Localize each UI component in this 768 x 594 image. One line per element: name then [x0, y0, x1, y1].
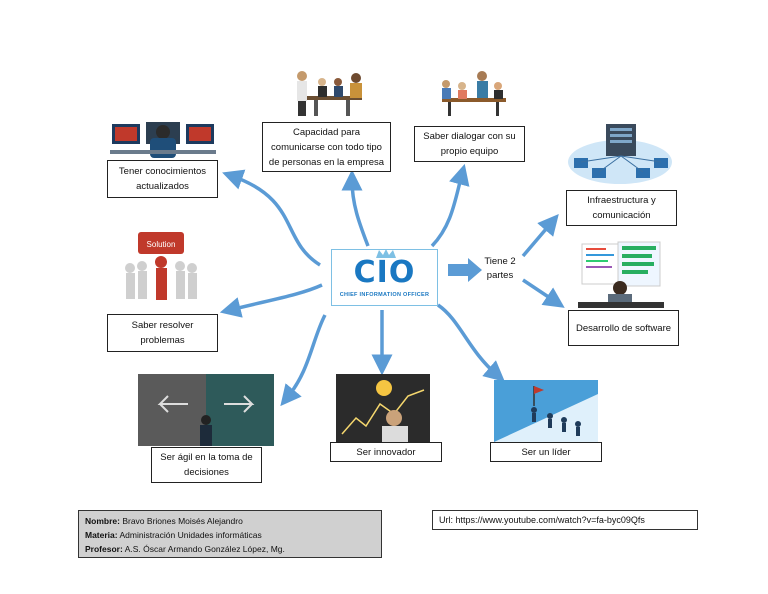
arrow-to-software	[522, 278, 565, 308]
node-infraestructura: Infraestructura y comunicación	[566, 190, 677, 226]
team-illustration	[442, 71, 506, 116]
innovator-illustration	[336, 374, 430, 442]
arrow-to-comunicarse	[341, 169, 370, 247]
developer-illustration	[578, 241, 664, 308]
arrow-to-conocimientos	[222, 169, 321, 267]
node-software: Desarrollo de software	[568, 310, 679, 346]
arrow-to-dialogar	[430, 163, 470, 248]
arrow-to-resolver	[219, 283, 323, 318]
solution-illustration: Solution	[125, 232, 197, 300]
decision-illustration	[138, 374, 274, 446]
arrow-to-agil	[280, 314, 327, 407]
solution-label: Solution	[147, 240, 176, 249]
url-box: Url: https://www.youtube.com/watch?v=fa-…	[432, 510, 698, 530]
meeting-illustration	[297, 71, 362, 116]
node-agil: Ser ágil en la toma de decisiones	[151, 447, 262, 483]
cio-subtitle: CHIEF INFORMATION OFFICER	[339, 292, 430, 298]
arrow-to-partes	[448, 258, 482, 282]
node-dialogar: Saber dialogar con su propio equipo	[414, 126, 525, 162]
node-comunicarse: Capacidad para comunicarse con todo tipo…	[262, 122, 391, 172]
node-conocimientos: Tener conocimientos actualizados	[107, 160, 218, 198]
arrow-to-infra	[521, 214, 559, 258]
info-profesor: Profesor: A.S. Óscar Armando González Ló…	[85, 544, 285, 554]
arrow-to-lider	[436, 303, 505, 382]
info-materia: Materia: Administración Unidades informá…	[85, 530, 262, 540]
url-label: Url:	[439, 515, 453, 525]
info-nombre: Nombre: Bravo Briones Moisés Alejandro	[85, 516, 243, 526]
student-info: Nombre: Bravo Briones Moisés Alejandro M…	[78, 510, 382, 558]
leader-illustration	[494, 380, 598, 442]
cio-logo: CIO CHIEF INFORMATION OFFICER	[331, 249, 438, 306]
cio-title: CIO	[353, 255, 416, 290]
network-illustration	[568, 124, 672, 184]
url-link[interactable]: https://www.youtube.com/watch?v=fa-byc09…	[455, 515, 645, 525]
node-partes: Tiene 2 partes	[484, 256, 516, 281]
node-innovador: Ser innovador	[330, 442, 442, 462]
crown-icon	[376, 249, 396, 258]
node-lider: Ser un líder	[490, 442, 602, 462]
node-resolver: Saber resolver problemas	[107, 314, 218, 352]
computers-illustration	[110, 122, 216, 158]
